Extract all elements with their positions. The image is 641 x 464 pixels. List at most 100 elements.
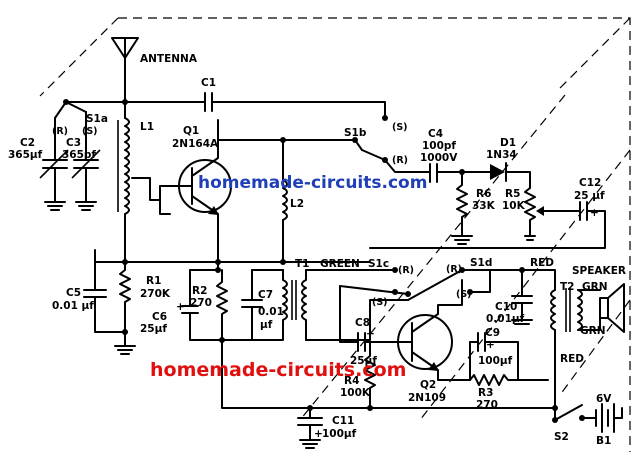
label-c7-unit: µf (260, 319, 273, 331)
capacitor-c11 (297, 407, 323, 449)
label-c9-value: 100µf (478, 355, 513, 367)
inductor-l1 (117, 101, 161, 265)
label-s1c: S1c (368, 258, 389, 270)
label-l1: L1 (140, 121, 154, 133)
label-speaker: SPEAKER (572, 265, 626, 277)
capacitor-c7 (221, 269, 284, 341)
label-c11-plus: + (314, 428, 323, 440)
resistor-r1 (114, 261, 136, 355)
label-c9: C9 (485, 327, 500, 339)
switch-s1c-s1d (339, 267, 525, 341)
label-c3-s: (S) (82, 126, 98, 137)
label-c11-value: 100µf (322, 428, 357, 440)
label-c10: C10 (495, 301, 517, 313)
watermark-bottom: homemade-circuits.com (150, 359, 406, 381)
label-c12: C12 (579, 177, 601, 189)
label-c12-plus: + (590, 207, 599, 219)
top-rail (65, 92, 386, 119)
transistor-q1 (159, 119, 232, 251)
label-c8-plus: + (366, 328, 375, 340)
resistor-r3 (469, 374, 549, 386)
label-s1d-s: (S) (456, 289, 472, 300)
label-c2-r: (R) (52, 126, 68, 137)
label-c1: C1 (201, 77, 216, 89)
label-c4-value: 100pf (422, 140, 456, 152)
label-r5: R5 (505, 188, 520, 200)
label-c8-value: 25µf (350, 355, 377, 367)
q1-collector-network (217, 137, 363, 181)
label-r1: R1 (146, 275, 161, 287)
capacitor-c4 (429, 163, 491, 183)
emitter-network-q1 (181, 249, 228, 343)
label-c7-value: 0.01 (258, 306, 284, 318)
switch-s1a (54, 99, 87, 161)
label-c3-value: 365pf (62, 149, 96, 161)
label-r4-value: 100K (340, 387, 371, 399)
resistor-r6 (451, 171, 473, 245)
label-green: GREEN (320, 258, 360, 270)
label-r6: R6 (476, 188, 491, 200)
label-c2: C2 (20, 137, 35, 149)
label-q1-type: 2N164A (172, 138, 219, 150)
speaker-symbol (599, 283, 625, 333)
label-s2: S2 (554, 431, 569, 443)
label-c5: C5 (66, 287, 81, 299)
label-d1-type: 1N34 (486, 149, 517, 161)
label-l2: L2 (290, 198, 304, 210)
label-t1: T1 (295, 258, 309, 270)
label-c8: C8 (355, 317, 370, 329)
label-c12-value: 25 µf (574, 190, 605, 202)
transformer-t1 (251, 269, 396, 341)
potentiometer-r5 (524, 187, 581, 241)
label-r2-value: 270 (190, 297, 212, 309)
label-c4-voltage: 1000V (420, 152, 458, 164)
label-b1: B1 (596, 435, 611, 447)
capacitor-c2 (39, 149, 69, 211)
label-r5-value: 10K (502, 200, 526, 212)
label-s1b-r: (R) (392, 155, 408, 166)
label-q1: Q1 (183, 125, 199, 137)
label-c6-value: 25µf (140, 323, 167, 335)
label-c9-plus: + (486, 339, 495, 351)
capacitor-c5 (83, 261, 126, 333)
watermark-top: homemade-circuits.com (198, 173, 427, 193)
label-antenna: ANTENNA (140, 53, 198, 65)
label-red-bottom: RED (560, 353, 584, 365)
label-c7: C7 (258, 289, 273, 301)
capacitor-c12 (369, 201, 606, 249)
label-grn-1: GRN (582, 281, 608, 293)
capacitor-c8 (339, 309, 386, 352)
label-r3: R3 (478, 387, 493, 399)
label-s1c-r: (R) (398, 265, 414, 276)
antenna-symbol (111, 37, 139, 103)
label-c6-plus: + (176, 301, 185, 313)
label-t2: T2 (560, 281, 574, 293)
label-r6-value: 33K (472, 200, 496, 212)
inductor-l2 (282, 179, 288, 263)
label-s1d: S1d (470, 257, 492, 269)
capacitor-c3 (71, 149, 101, 211)
label-s1d-r: (R) (446, 264, 462, 275)
label-s1b: S1b (344, 127, 367, 139)
switch-s2 (552, 404, 597, 423)
label-c10-value: 0.01µf (486, 313, 525, 325)
label-r4: R4 (344, 375, 359, 387)
label-c2-value: 365µf (8, 149, 43, 161)
transistor-q2 (384, 279, 471, 381)
component-labels: ANTENNA C1 C2 365µf (R) C3 365pf (S) S1a… (8, 53, 626, 447)
label-s1a: S1a (86, 113, 108, 125)
chassis-outline (39, 17, 631, 452)
label-c3: C3 (66, 137, 81, 149)
label-r2: R2 (192, 285, 207, 297)
label-s1b-s: (S) (392, 122, 408, 133)
label-s1c-s: (S) (372, 297, 388, 308)
label-q2-type: 2N109 (408, 392, 446, 404)
resistor-r4 (364, 341, 376, 409)
capacitor-c9 (469, 332, 519, 381)
label-q2: Q2 (420, 379, 436, 391)
capacitor-c10 (511, 269, 533, 325)
diode-d1 (490, 162, 531, 189)
label-c5-value: 0.01 µf (52, 300, 94, 312)
